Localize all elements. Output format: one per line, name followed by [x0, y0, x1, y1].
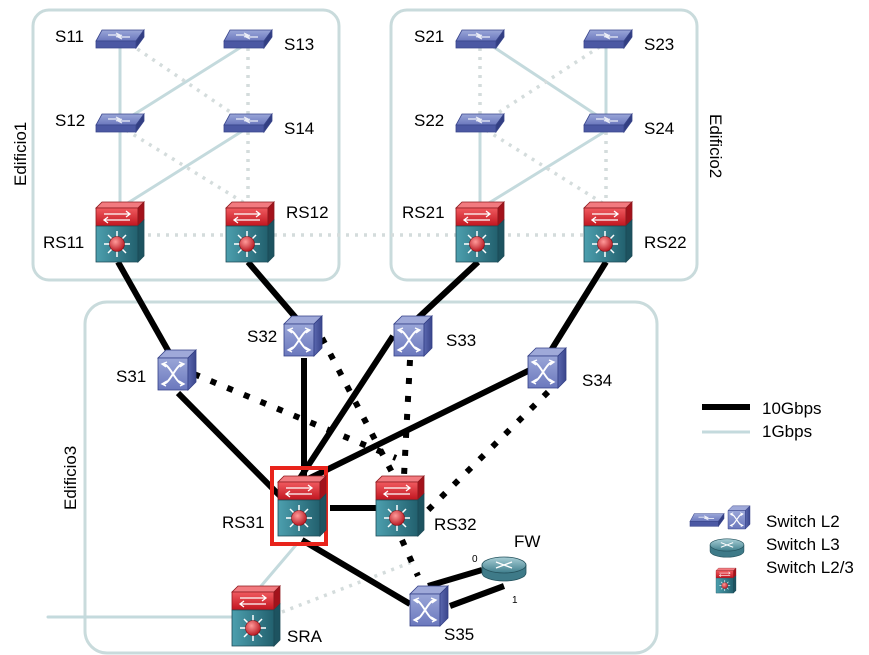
label-rs32: RS32	[434, 515, 477, 534]
legend: 10Gbps 1Gbps Switch L2 Switch L3 Switch …	[689, 399, 854, 594]
label-s32: S32	[247, 327, 277, 346]
label-s22: S22	[414, 111, 444, 130]
switch-s33-icon[interactable]	[393, 315, 433, 357]
switch-rs22-icon[interactable]	[583, 201, 633, 263]
switch-s22-icon[interactable]	[455, 113, 505, 133]
switch-s32-icon[interactable]	[283, 315, 323, 357]
label-fw-port-0: 0	[472, 554, 478, 565]
building-2-area	[389, 8, 699, 282]
link-s14-rs11	[121, 128, 246, 208]
label-s35: S35	[444, 625, 474, 644]
firewall-router-icon[interactable]	[481, 556, 527, 582]
link-rs12-s32	[245, 260, 299, 320]
building-3-area	[83, 300, 659, 655]
switch-rs31-icon[interactable]	[277, 475, 327, 537]
link-s35-fw0	[427, 567, 483, 589]
link-s34-rs31	[304, 367, 532, 483]
building-1-area	[31, 8, 341, 282]
label-rs22: RS22	[644, 233, 687, 252]
label-edificio2: Edificio2	[706, 114, 725, 178]
legend-switch-l3-label: Switch L3	[766, 535, 840, 554]
label-rs31: RS31	[222, 513, 265, 532]
link-rs22-s34	[547, 260, 609, 354]
building-labels: Edificio1 Edificio2 Edificio3	[11, 114, 725, 510]
blocked-s33-rs32	[401, 359, 413, 477]
switches-l2-flat	[95, 29, 633, 133]
label-edificio3: Edificio3	[61, 446, 80, 510]
label-s12: S12	[55, 111, 85, 130]
switch-rs11-icon[interactable]	[95, 201, 145, 263]
switch-s35-icon[interactable]	[409, 585, 449, 627]
blocked-s22-s23	[483, 42, 605, 124]
link-sra-rs31	[254, 543, 298, 594]
label-edificio1: Edificio1	[11, 122, 30, 186]
switch-rs12-icon[interactable]	[225, 201, 275, 263]
switch-s11-icon[interactable]	[95, 29, 145, 49]
legend-switch-l23-icon	[715, 567, 737, 594]
link-rs21-s33	[415, 259, 481, 321]
link-s24-rs21	[482, 130, 606, 208]
label-s33: S33	[446, 331, 476, 350]
switch-rs21-icon[interactable]	[455, 201, 505, 263]
label-s34: S34	[582, 371, 612, 390]
label-s21: S21	[414, 27, 444, 46]
legend-10g-label: 10Gbps	[762, 399, 822, 418]
blocked-s32-rs32	[319, 336, 399, 482]
link-s31-rs31	[175, 390, 289, 505]
label-fw: FW	[514, 532, 540, 551]
legend-switch-l2-label: Switch L2	[766, 512, 840, 531]
blocked-s34-rs32	[415, 389, 551, 523]
link-s33-rs31	[297, 334, 396, 480]
links-10gbps-blocked	[192, 336, 551, 578]
label-s31: S31	[116, 367, 146, 386]
switch-s31-icon[interactable]	[157, 349, 197, 391]
label-sra: SRA	[287, 627, 323, 646]
label-s24: S24	[644, 119, 674, 138]
link-s35-fw1	[448, 583, 506, 609]
label-rs11: RS11	[43, 233, 84, 252]
blocked-rs32-s35	[399, 538, 421, 578]
label-s14: S14	[284, 119, 314, 138]
blocked-s31-rs32	[192, 371, 398, 461]
legend-1g-label: 1Gbps	[762, 422, 812, 441]
building-enclosures	[31, 8, 699, 655]
device-labels: S11 S13 S12 S14 S21 S23 S22 S24 RS11 RS1…	[43, 27, 687, 646]
switch-s12-icon[interactable]	[95, 113, 145, 133]
link-rs31-s35	[300, 537, 412, 607]
switch-s34-icon[interactable]	[527, 347, 567, 389]
switch-sra-icon[interactable]	[231, 585, 281, 647]
switch-s13-icon[interactable]	[223, 29, 273, 49]
blocked-s12-rs12	[125, 128, 247, 206]
link-rs11-s31	[115, 260, 173, 356]
switch-rs32-icon[interactable]	[375, 475, 425, 537]
legend-switch-l3-icon	[709, 538, 745, 558]
legend-switch-l2-cube-icon	[727, 505, 751, 530]
links-10gbps	[115, 259, 609, 609]
label-s13: S13	[284, 35, 314, 54]
label-s11: S11	[55, 27, 84, 46]
links-1gbps-blocked	[125, 42, 608, 614]
label-s23: S23	[644, 35, 674, 54]
legend-switch-l23-label: Switch L2/3	[766, 558, 854, 577]
switch-s21-icon[interactable]	[455, 29, 505, 49]
link-s12-s13	[120, 42, 248, 124]
switch-s14-icon[interactable]	[223, 113, 273, 133]
switch-s23-icon[interactable]	[583, 29, 633, 49]
label-rs21: RS21	[402, 203, 445, 222]
label-fw-port-1: 1	[512, 595, 518, 606]
legend-switch-l2-flat-icon	[689, 513, 725, 527]
switch-s24-icon[interactable]	[583, 113, 633, 133]
label-rs12: RS12	[286, 203, 329, 222]
